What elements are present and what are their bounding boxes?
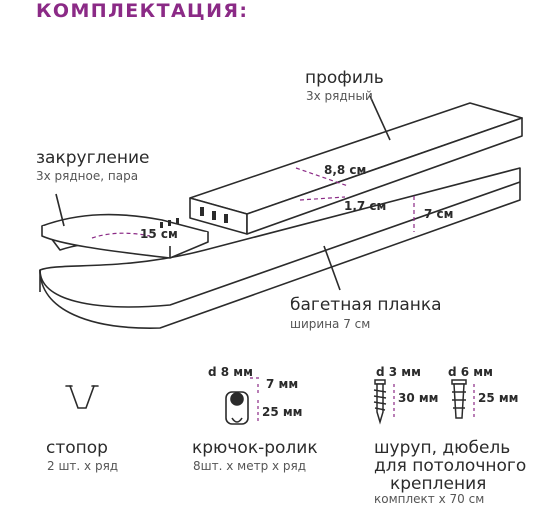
profile-label: профиль [305, 68, 384, 88]
rounding-label: закругление [36, 148, 150, 168]
profile-subtitle: 3х рядный [306, 89, 373, 103]
plank-subtitle: ширина 7 см [290, 317, 371, 331]
page-title: КОМПЛЕКТАЦИЯ: [36, 0, 249, 22]
hook-dim-7: 7 мм [266, 377, 299, 391]
hook-roller-icon [225, 391, 249, 425]
profile-width-dim: 1,7 см [344, 199, 387, 213]
profile-length-dim: 8,8 см [324, 163, 367, 177]
screw-icon [373, 379, 387, 425]
rounding-subtitle: 3х рядное, пара [36, 169, 139, 183]
dowel-length: 25 мм [478, 391, 519, 405]
plank-label: багетная планка [290, 295, 442, 315]
stopper-subtitle: 2 шт. х ряд [47, 459, 119, 473]
hook-subtitle: 8шт. х метр х ряд [193, 459, 307, 473]
rounding-length-dim: 15 см [140, 227, 178, 241]
stopper-label: стопор [46, 438, 108, 458]
screw-label-line2: для потолочного [374, 456, 527, 476]
screw-length: 30 мм [398, 391, 439, 405]
dowel-diameter: d 6 мм [448, 365, 493, 379]
profile-drawing [189, 102, 523, 235]
screw-subtitle: комплект х 70 см [374, 492, 485, 506]
rounding-dimension-line [91, 232, 151, 239]
plank-drawing [39, 167, 521, 329]
screw-label-line1: шуруп, дюбель [374, 438, 511, 458]
dowel-icon [451, 379, 467, 419]
rounding-drawing [41, 213, 209, 259]
screw-diameter: d 3 мм [376, 365, 421, 379]
leader-lines [55, 95, 391, 291]
hook-dimension-lines [250, 377, 262, 424]
screw-dimension-lines [393, 384, 475, 420]
screw-label-line3: крепления [390, 474, 487, 494]
stopper-icon [65, 385, 99, 409]
hook-label: крючок-ролик [192, 438, 318, 458]
profile-dimension-lines [295, 167, 349, 201]
hook-dim-25: 25 мм [262, 405, 303, 419]
hook-diameter: d 8 мм [208, 365, 253, 379]
plank-height-dim: 7 см [424, 207, 454, 221]
